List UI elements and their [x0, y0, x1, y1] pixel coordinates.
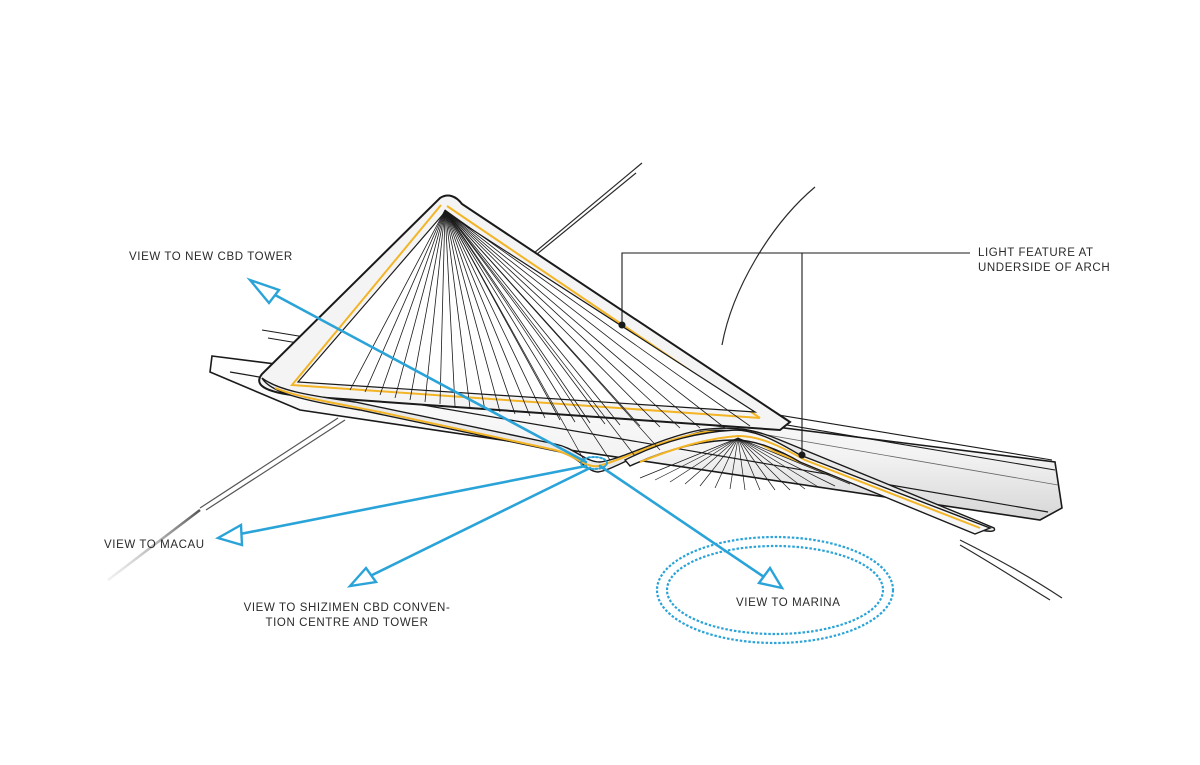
light-feature-leader [618, 252, 970, 459]
marina-highlight [655, 535, 895, 645]
label-view-macau: VIEW TO MACAU [104, 539, 205, 551]
label-light-feature: LIGHT FEATURE AT UNDERSIDE OF ARCH [978, 246, 1110, 276]
label-view-shizimen-line1: VIEW TO SHIZIMEN CBD CONVEN- [243, 602, 451, 614]
label-view-marina: VIEW TO MARINA [736, 597, 841, 609]
label-view-new-cbd-tower: VIEW TO NEW CBD TOWER [129, 251, 293, 263]
long-stay-cables [444, 209, 661, 463]
label-view-shizimen-line2: TION CENTRE AND TOWER [265, 617, 429, 629]
label-view-shizimen: VIEW TO SHIZIMEN CBD CONVEN- TION CENTRE… [232, 601, 462, 631]
secondary-arch-cables [639, 437, 851, 491]
label-light-feature-line1: LIGHT FEATURE AT [978, 247, 1094, 259]
secondary-arch [623, 429, 992, 535]
background-roads [107, 162, 1063, 601]
label-light-feature-line2: UNDERSIDE OF ARCH [978, 262, 1111, 274]
view-arrows [214, 277, 785, 590]
